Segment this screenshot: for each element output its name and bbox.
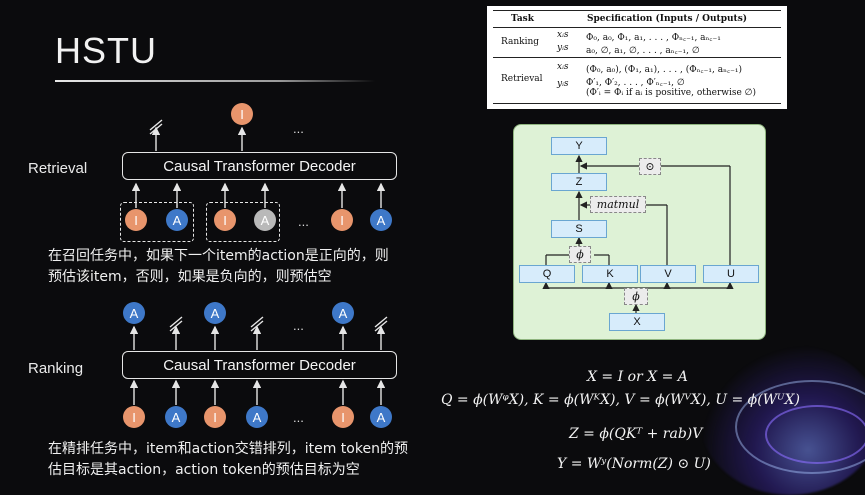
diagram-k-block: K [582, 265, 638, 283]
spec-ranking-yi: yᵢs [557, 43, 569, 53]
diagram-x-block: X [609, 313, 665, 331]
diagram-odot-op: ⊙ [639, 158, 661, 175]
equation-qkvu: Q = ϕ(WᵠX), K = ϕ(WᴷX), V = ϕ(WⱽX), U = … [441, 392, 800, 408]
ranking-decoder-block: Causal Transformer Decoder [122, 351, 397, 379]
spec-retrieval-y: Φ′₁, Φ′₂, . . . , Φ′ₙ꜀₋₁, ∅ [586, 78, 685, 88]
retrieval-input-token-2: A [166, 209, 188, 231]
ranking-input-token-5: I [332, 406, 354, 428]
ranking-input-token-6: A [370, 406, 392, 428]
retrieval-input-ellipsis: ... [298, 214, 309, 229]
hstu-block-diagram: Y ⊙ Z matmul S ϕ Q K V U ϕ X [513, 124, 766, 340]
retrieval-output-ellipsis: ... [293, 121, 304, 136]
ranking-input-token-1: I [123, 406, 145, 428]
diagram-y-block: Y [551, 137, 607, 155]
retrieval-pair-group-2 [206, 202, 280, 242]
slide-title: HSTU [55, 30, 157, 71]
diagram-phi-op-upper: ϕ [569, 246, 591, 263]
ranking-output-token-1: A [123, 302, 145, 324]
retrieval-pair-group-1 [120, 202, 194, 242]
spec-ranking-x: Φ₀, a₀, Φ₁, a₁, . . . , Φₙ꜀₋₁, aₙ꜀₋₁ [586, 33, 721, 43]
spec-header-spec: Specification (Inputs / Outputs) [587, 14, 748, 24]
diagram-q-block: Q [519, 265, 575, 283]
spec-table: Task Specification (Inputs / Outputs) Ra… [487, 6, 787, 109]
ranking-output-token-3: A [332, 302, 354, 324]
spec-header-task: Task [511, 14, 534, 24]
spec-ranking-y: a₀, ∅, a₁, ∅, . . . , aₙ꜀₋₁, ∅ [586, 46, 700, 56]
retrieval-decoder-block: Causal Transformer Decoder [122, 152, 397, 180]
equation-y: Y = Wʸ(Norm(Z) ⊙ U) [557, 456, 711, 472]
spec-retrieval-xi: xᵢs [557, 62, 569, 72]
ranking-input-token-4: A [246, 406, 268, 428]
decorative-ring-inner [765, 405, 865, 464]
diagram-phi-op-lower: ϕ [624, 288, 648, 305]
title-underline [55, 80, 375, 82]
ranking-input-ellipsis: ... [293, 410, 304, 425]
ranking-label: Ranking [28, 360, 84, 377]
ranking-note-line1: 在精排任务中，item和action交错排列，item token的预 [48, 441, 408, 457]
equation-z: Z = ϕ(QKᵀ + rab)V [569, 426, 703, 442]
ranking-output-ellipsis: ... [293, 318, 304, 333]
retrieval-note-line1: 在召回任务中，如果下一个item的action是正向的，则 [48, 248, 389, 264]
diagram-matmul-op: matmul [590, 196, 646, 213]
retrieval-output-token: I [231, 103, 253, 125]
left-diagram-arrows [129, 119, 388, 405]
retrieval-input-token-6: A [370, 209, 392, 231]
spec-retrieval-note: (Φ′ᵢ = Φᵢ if aᵢ is positive, otherwise ∅… [586, 88, 757, 98]
diagram-s-block: S [551, 220, 607, 238]
ranking-output-token-2: A [204, 302, 226, 324]
spec-ranking-xi: xᵢs [557, 30, 569, 40]
spec-retrieval-yi: yᵢs [557, 79, 569, 89]
diagram-u-block: U [703, 265, 759, 283]
ranking-note-line2: 估目标是其action，action token的预估目标为空 [48, 462, 360, 478]
spec-retrieval-x: (Φ₀, a₀), (Φ₁, a₁), . . . , (Φₙ꜀₋₁, aₙ꜀₋… [586, 65, 742, 75]
retrieval-label: Retrieval [28, 160, 88, 177]
diagram-v-block: V [640, 265, 696, 283]
retrieval-input-token-4: A [254, 209, 276, 231]
ranking-input-token-2: A [165, 406, 187, 428]
retrieval-input-token-5: I [331, 209, 353, 231]
ranking-input-token-3: I [204, 406, 226, 428]
retrieval-input-token-3: I [214, 209, 236, 231]
equation-x: X = I or X = A [587, 369, 688, 385]
spec-ranking-task: Ranking [501, 37, 540, 47]
retrieval-input-token-1: I [125, 209, 147, 231]
retrieval-note-line2: 预估该item，否则，如果是负向的，则预估空 [48, 269, 332, 285]
diagram-z-block: Z [551, 173, 607, 191]
spec-retrieval-task: Retrieval [501, 74, 543, 84]
decorative-ring-outer [735, 380, 865, 474]
